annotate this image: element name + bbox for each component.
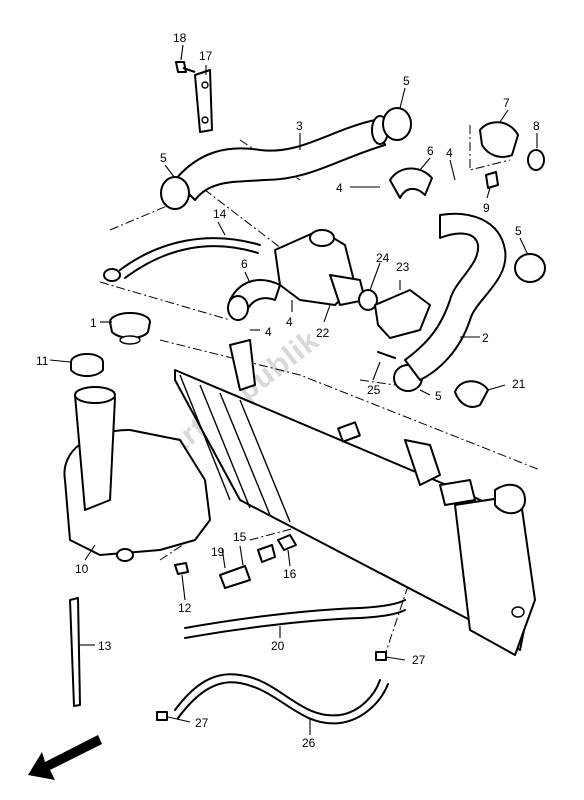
callout-26: 26 <box>302 736 316 750</box>
callout-4: 4 <box>265 325 272 339</box>
callout-20: 20 <box>271 639 285 653</box>
callout-2: 2 <box>482 331 489 345</box>
callout-27: 27 <box>412 653 426 667</box>
hose-clip <box>156 651 387 721</box>
callout-9: 9 <box>483 201 490 215</box>
thermostat-cover <box>374 289 431 339</box>
reservoir-cap <box>70 353 104 377</box>
callout-25: 25 <box>367 383 381 397</box>
callout-4: 4 <box>446 146 453 160</box>
drain-hose <box>174 673 389 725</box>
callout-5: 5 <box>435 389 442 403</box>
thermostat-housing <box>274 229 366 306</box>
hose-bracket <box>194 69 213 133</box>
bolt <box>277 534 297 551</box>
callout-labels: 18 17 3 5 5 7 8 6 4 4 9 5 14 6 24 23 4 2… <box>36 31 540 750</box>
callout-24: 24 <box>376 251 390 265</box>
radiator-cap <box>109 312 151 345</box>
callout-4: 4 <box>336 181 343 195</box>
callout-14: 14 <box>213 207 227 221</box>
grommet <box>257 544 276 563</box>
callout-1: 1 <box>90 316 97 330</box>
callout-7: 7 <box>503 96 510 110</box>
screw <box>174 562 189 575</box>
callout-4: 4 <box>286 315 293 329</box>
overflow-hose <box>184 599 406 639</box>
callout-3: 3 <box>296 119 303 133</box>
o-ring <box>527 149 545 171</box>
callout-15: 15 <box>233 530 247 544</box>
callout-16: 16 <box>283 567 297 581</box>
bolt <box>485 171 499 189</box>
callout-18: 18 <box>173 31 187 45</box>
callout-11: 11 <box>36 354 49 368</box>
front-arrow-icon <box>28 735 102 780</box>
callout-8: 8 <box>533 119 540 133</box>
callout-12: 12 <box>178 601 192 615</box>
callout-23: 23 <box>396 260 410 274</box>
hose-joint <box>479 121 519 158</box>
leader-lines <box>49 44 538 735</box>
fan-switch <box>454 380 489 408</box>
callout-6: 6 <box>427 144 434 158</box>
cable-tie <box>69 597 81 707</box>
reservoir-tank <box>63 386 211 562</box>
thermostat <box>358 289 378 311</box>
breather-hose <box>103 237 261 282</box>
callout-10: 10 <box>75 562 89 576</box>
callout-6: 6 <box>241 257 248 271</box>
collar <box>219 565 251 589</box>
callout-5: 5 <box>515 224 522 238</box>
callout-27: 27 <box>195 716 209 730</box>
callout-5: 5 <box>160 151 167 165</box>
bolt <box>377 351 396 359</box>
hose-lower <box>404 212 507 381</box>
bolt <box>175 61 196 73</box>
callout-5: 5 <box>403 74 410 88</box>
hose-small-right <box>389 167 433 199</box>
callout-17: 17 <box>199 49 213 63</box>
radiator <box>174 339 536 656</box>
callout-22: 22 <box>316 326 330 340</box>
callout-19: 19 <box>211 545 225 559</box>
hose-small-left <box>227 279 281 321</box>
callout-13: 13 <box>98 639 112 653</box>
callout-21: 21 <box>512 377 526 391</box>
